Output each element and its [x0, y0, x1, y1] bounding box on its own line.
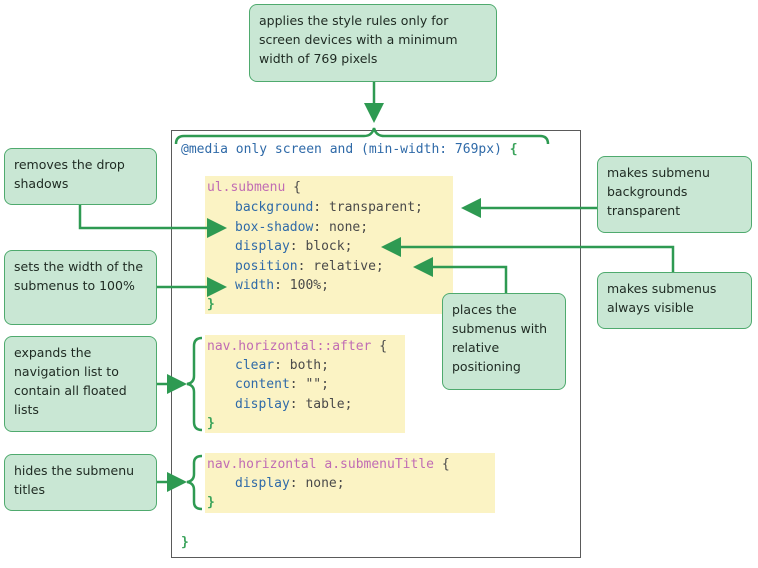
block2-close-brace: } — [207, 416, 215, 431]
block3-brace-shape — [186, 454, 203, 511]
block3-selector: nav.horizontal a.submenuTitle — [207, 457, 434, 472]
block3-line: display: none; — [235, 476, 345, 491]
media-query: @media only screen and (min-width: 769px… — [181, 142, 502, 157]
block2-value-display: table; — [305, 397, 353, 412]
block1-selector: ul.submenu — [207, 180, 286, 195]
block3-prop-display: display — [235, 476, 290, 491]
block2-selector-line: nav.horizontal::after { — [207, 337, 387, 356]
block1-value-background: transparent; — [328, 200, 423, 215]
callout-drop-shadows: removes the drop shadows — [4, 148, 157, 205]
block1-highlight — [205, 176, 453, 314]
block1-value-display: block; — [305, 239, 353, 254]
block3-value-display: none; — [305, 476, 345, 491]
block1-value-position: relative; — [313, 259, 384, 274]
block2-line: content: ""; — [235, 377, 329, 392]
block1-line: display: block; — [235, 239, 353, 254]
block2-line: display: table; — [235, 397, 353, 412]
block2-selector: nav.horizontal::after — [207, 339, 372, 354]
block1-prop-background: background — [235, 200, 314, 215]
block2-highlight — [205, 335, 405, 433]
block1-value-box-shadow: none; — [328, 220, 369, 235]
callout-media-query: applies the style rules only for screen … — [249, 4, 497, 82]
block3-close-brace: } — [207, 495, 215, 510]
block1-line: width: 100%; — [235, 278, 329, 293]
block1-line: position: relative; — [235, 259, 384, 274]
block2-open-brace: { — [379, 339, 388, 354]
callout-floated: expands the navigation list to contain a… — [4, 336, 157, 432]
block3-open-brace: { — [441, 457, 450, 472]
block1-selector-line: ul.submenu { — [207, 178, 301, 197]
block1-open-brace: { — [293, 180, 301, 195]
arrow-visible — [381, 237, 675, 272]
arrow-drop-shadows — [78, 205, 227, 238]
block1-prop-width: width — [235, 278, 275, 293]
block3-highlight — [205, 453, 495, 513]
block1-close-brace: } — [207, 297, 215, 312]
block1-prop-box-shadow: box-shadow — [235, 220, 314, 235]
media-query-line: @media only screen and (min-width: 769px… — [181, 140, 518, 159]
media-open-brace: { — [509, 142, 518, 157]
arrow-positioning — [413, 257, 508, 293]
block2-prop-clear: clear — [235, 358, 275, 373]
block1-line: background: transparent; — [235, 200, 423, 215]
block2-prop-display: display — [235, 397, 290, 412]
callout-titles: hides the submenu titles — [4, 454, 157, 511]
block2-brace-shape — [186, 336, 203, 432]
media-close-brace: } — [181, 535, 189, 550]
callout-positioning: places the submenus with relative positi… — [442, 293, 566, 390]
block1-prop-position: position — [235, 259, 298, 274]
block2-value-clear: both; — [289, 358, 329, 373]
block2-prop-content: content — [235, 377, 290, 392]
media-brace-shape — [174, 127, 550, 145]
block2-value-content: ""; — [305, 377, 329, 392]
block3-selector-line: nav.horizontal a.submenuTitle { — [207, 455, 450, 474]
callout-width: sets the width of the submenus to 100% — [4, 250, 157, 325]
block1-line: box-shadow: none; — [235, 220, 369, 235]
block1-prop-display: display — [235, 239, 290, 254]
block2-line: clear: both; — [235, 358, 329, 373]
callout-visible: makes submenus always visible — [597, 272, 752, 329]
block1-value-width: 100%; — [289, 278, 329, 293]
callout-backgrounds: makes submenu backgrounds transparent — [597, 156, 752, 233]
